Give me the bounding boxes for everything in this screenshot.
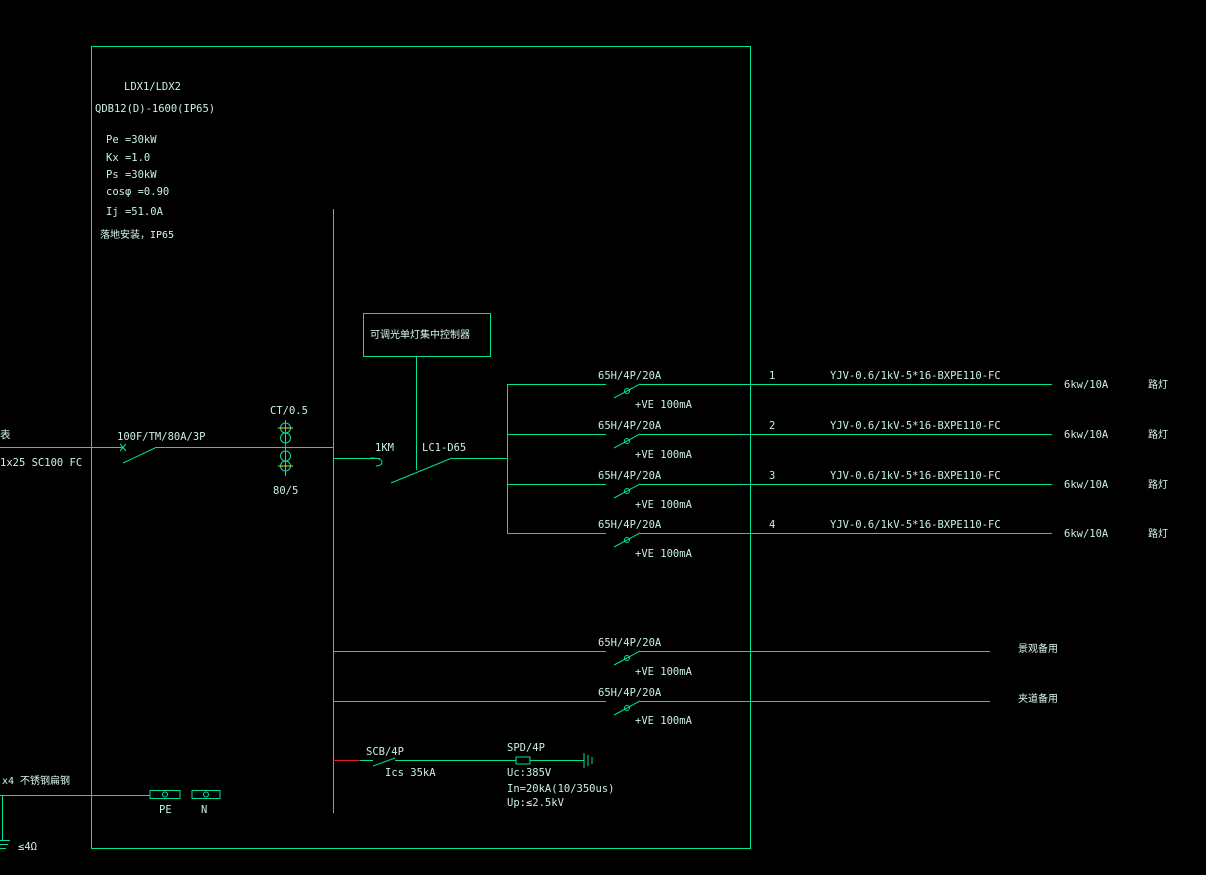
- spd-in: In=20kA(10/350us): [507, 783, 614, 795]
- circuit-breaker-label: 65H/4P/20A: [598, 420, 662, 432]
- ct-label-bottom: 80/5: [273, 485, 298, 497]
- circuit-use: 路灯: [1148, 527, 1168, 540]
- contactor-coil: [369, 457, 383, 467]
- circuit-row-3: 65H/4P/20A +VE 100mA 3 YJV-0.6/1kV-5*16-…: [507, 470, 1168, 511]
- spare-use: 景观备用: [1018, 642, 1058, 655]
- circuit-number: 3: [769, 470, 775, 482]
- spare-breaker-label: 65H/4P/20A: [598, 637, 662, 649]
- scb-label: SCB/4P: [366, 746, 404, 758]
- earthing: x4 不锈钢扁钢 ≤4Ω PE N: [0, 774, 221, 853]
- circuit-load: 6kw/10A: [1064, 429, 1109, 441]
- panel-model: QDB12(D)-1600(IP65): [95, 103, 215, 115]
- circuit-number: 2: [769, 420, 775, 432]
- circuit-cable: YJV-0.6/1kV-5*16-BXPE110-FC: [830, 370, 1001, 382]
- dimming-controller: [363, 313, 491, 357]
- panel-cos: cosφ =0.90: [106, 186, 169, 198]
- circuit-rcd-label: +VE 100mA: [635, 548, 693, 560]
- earth-resistance: ≤4Ω: [18, 841, 37, 853]
- circuit-cable: YJV-0.6/1kV-5*16-BXPE110-FC: [830, 470, 1001, 482]
- spare-use: 夹道备用: [1018, 692, 1058, 705]
- contactor-label: 1KM: [375, 442, 394, 454]
- n-label: N: [201, 804, 207, 816]
- circuit-use: 路灯: [1148, 428, 1168, 441]
- panel-ps: Ps =30kW: [106, 169, 157, 181]
- circuit-number: 4: [769, 519, 775, 531]
- circuit-rcd-label: +VE 100mA: [635, 449, 693, 461]
- incoming-breaker-symbol: [119, 443, 156, 464]
- circuit-cable: YJV-0.6/1kV-5*16-BXPE110-FC: [830, 420, 1001, 432]
- panel-install: 落地安装，IP65: [100, 228, 174, 241]
- circuit-use: 路灯: [1148, 378, 1168, 391]
- circuit-use: 路灯: [1148, 478, 1168, 491]
- panel-ij: Ij =51.0A: [106, 206, 164, 218]
- spare-rcd-label: +VE 100mA: [635, 666, 693, 678]
- spare-rcd-label: +VE 100mA: [635, 715, 693, 727]
- incoming-cable-tail: 表: [0, 428, 11, 441]
- contactor-contact: [390, 457, 453, 484]
- pe-label: PE: [159, 804, 172, 816]
- spare-breaker-label: 65H/4P/20A: [598, 687, 662, 699]
- circuit-load: 6kw/10A: [1064, 528, 1109, 540]
- incoming-breaker-label: 100F/TM/80A/3P: [117, 431, 206, 443]
- scb-ics: Ics 35kA: [385, 767, 436, 779]
- earth-conductor: x4 不锈钢扁钢: [2, 774, 70, 787]
- circuit-breaker-label: 65H/4P/20A: [598, 519, 662, 531]
- circuit-cable: YJV-0.6/1kV-5*16-BXPE110-FC: [830, 519, 1001, 531]
- incoming-cable-label: 1x25 SC100 FC: [0, 457, 82, 469]
- circuit-load: 6kw/10A: [1064, 479, 1109, 491]
- spare-row-1: 65H/4P/20A +VE 100mA 景观备用: [333, 637, 1058, 678]
- spd-up: Up:≤2.5kV: [507, 797, 565, 809]
- circuit-breaker-label: 65H/4P/20A: [598, 370, 662, 382]
- circuit-breaker-label: 65H/4P/20A: [598, 470, 662, 482]
- spd-label: SPD/4P: [507, 742, 545, 754]
- circuit-load: 6kw/10A: [1064, 379, 1109, 391]
- panel-pe: Pe =30kW: [106, 134, 157, 146]
- ct-label-top: CT/0.5: [270, 405, 308, 417]
- current-transformer-symbol: [278, 420, 293, 476]
- circuit-row-1: 65H/4P/20A +VE 100mA 1 YJV-0.6/1kV-5*16-…: [507, 370, 1168, 411]
- circuit-rcd-label: +VE 100mA: [635, 499, 693, 511]
- pe-terminal: [149, 790, 181, 799]
- controller-label: 可调光单灯集中控制器: [370, 328, 470, 341]
- circuit-number: 1: [769, 370, 775, 382]
- circuit-row-4: 65H/4P/20A +VE 100mA 4 YJV-0.6/1kV-5*16-…: [507, 519, 1168, 560]
- n-terminal: [191, 790, 221, 799]
- contactor-model: LC1-D65: [422, 442, 466, 454]
- panel-id: LDX1/LDX2: [124, 81, 181, 93]
- spare-row-2: 65H/4P/20A +VE 100mA 夹道备用: [333, 687, 1058, 727]
- panel-kx: Kx =1.0: [106, 152, 150, 164]
- circuit-row-2: 65H/4P/20A +VE 100mA 2 YJV-0.6/1kV-5*16-…: [507, 420, 1168, 461]
- spd-uc: Uc:385V: [507, 767, 552, 779]
- spd-branch: SCB/4P Ics 35kA SPD/4P Uc:385V In=20kA(1…: [333, 742, 614, 809]
- circuit-rcd-label: +VE 100mA: [635, 399, 693, 411]
